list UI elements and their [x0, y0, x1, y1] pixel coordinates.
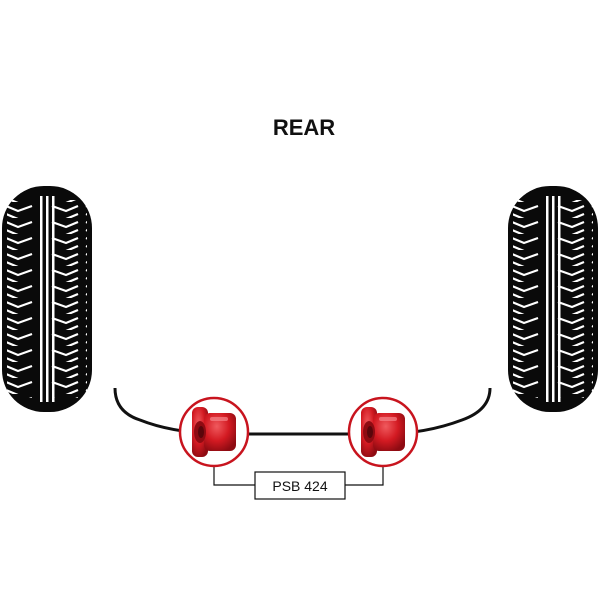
left-tire-icon — [2, 186, 92, 412]
part-label-box — [254, 471, 346, 500]
right-tire-icon — [508, 186, 598, 412]
section-title: REAR — [273, 115, 335, 140]
anti-roll-bar — [113, 387, 492, 436]
right-bush-icon — [347, 396, 419, 468]
left-bush-icon — [178, 396, 250, 468]
callout-connector — [213, 465, 384, 486]
part-number-label: PSB 424 — [272, 478, 327, 494]
